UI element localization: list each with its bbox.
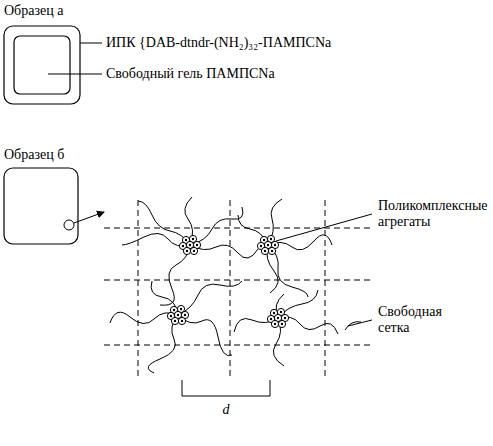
shell-label: ИПК {DAB-dtndr-(NH₂)₃₂-ПАМПСNa <box>106 35 331 51</box>
aggregate-label: Поликомплексные агрегаты <box>378 198 488 230</box>
dimension-label: d <box>223 402 230 418</box>
network-label: Свободная сетка <box>378 304 468 336</box>
core-label: Свободный гель ПАМПСNa <box>106 66 275 82</box>
sample-label: Образец а <box>4 3 63 19</box>
sample-label: Образец б <box>4 147 64 163</box>
